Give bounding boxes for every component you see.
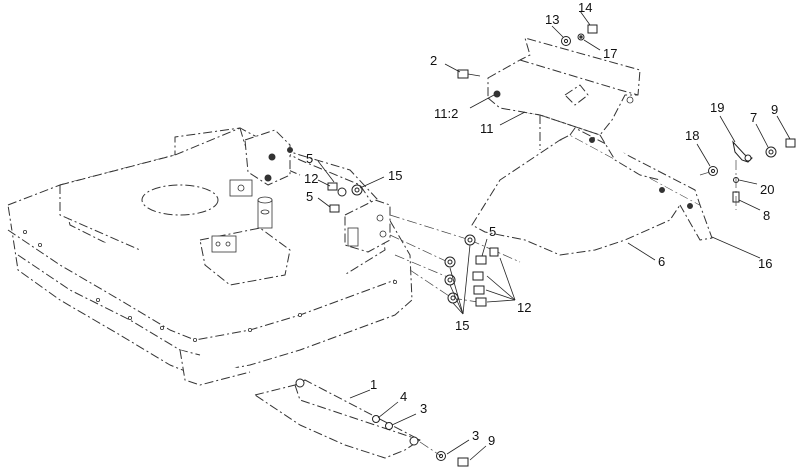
callout-14: 14 bbox=[578, 0, 592, 15]
latch-hardware bbox=[699, 138, 796, 210]
callout-12: 12 bbox=[304, 171, 318, 186]
callout-5: 5 bbox=[306, 151, 313, 166]
callout-labels: 1 2 3 3 4 5 5 5 6 7 8 9 9 11 11:2 12 12 … bbox=[304, 0, 778, 448]
callout-4: 4 bbox=[400, 389, 407, 404]
callout-6: 6 bbox=[658, 254, 665, 269]
callout-20: 20 bbox=[760, 182, 774, 197]
mower-deck bbox=[7, 127, 413, 386]
washers-and-bolts bbox=[444, 234, 499, 307]
callout-12: 12 bbox=[517, 300, 531, 315]
callout-5: 5 bbox=[489, 224, 496, 239]
callout-1: 1 bbox=[370, 377, 377, 392]
callout-5: 5 bbox=[306, 189, 313, 204]
callout-9: 9 bbox=[771, 102, 778, 117]
leader-lines bbox=[317, 10, 791, 461]
callout-18: 18 bbox=[685, 128, 699, 143]
callout-17: 17 bbox=[603, 46, 617, 61]
callout-11: 11 bbox=[480, 121, 494, 136]
callout-8: 8 bbox=[763, 208, 770, 223]
callout-15: 15 bbox=[455, 318, 469, 333]
callout-11-2: 11:2 bbox=[434, 106, 458, 121]
callout-16: 16 bbox=[758, 256, 772, 271]
callout-2: 2 bbox=[430, 53, 437, 68]
callout-3: 3 bbox=[472, 428, 479, 443]
lower-baffle bbox=[254, 378, 469, 467]
callout-15: 15 bbox=[388, 168, 402, 183]
upper-hardware bbox=[457, 24, 598, 79]
deck-fasteners bbox=[327, 182, 363, 213]
callout-7: 7 bbox=[750, 110, 757, 125]
callout-19: 19 bbox=[710, 100, 724, 115]
callout-9: 9 bbox=[488, 433, 495, 448]
callout-13: 13 bbox=[545, 12, 559, 27]
upper-bracket bbox=[487, 37, 641, 136]
rear-guard bbox=[471, 115, 713, 256]
callout-3: 3 bbox=[420, 401, 427, 416]
